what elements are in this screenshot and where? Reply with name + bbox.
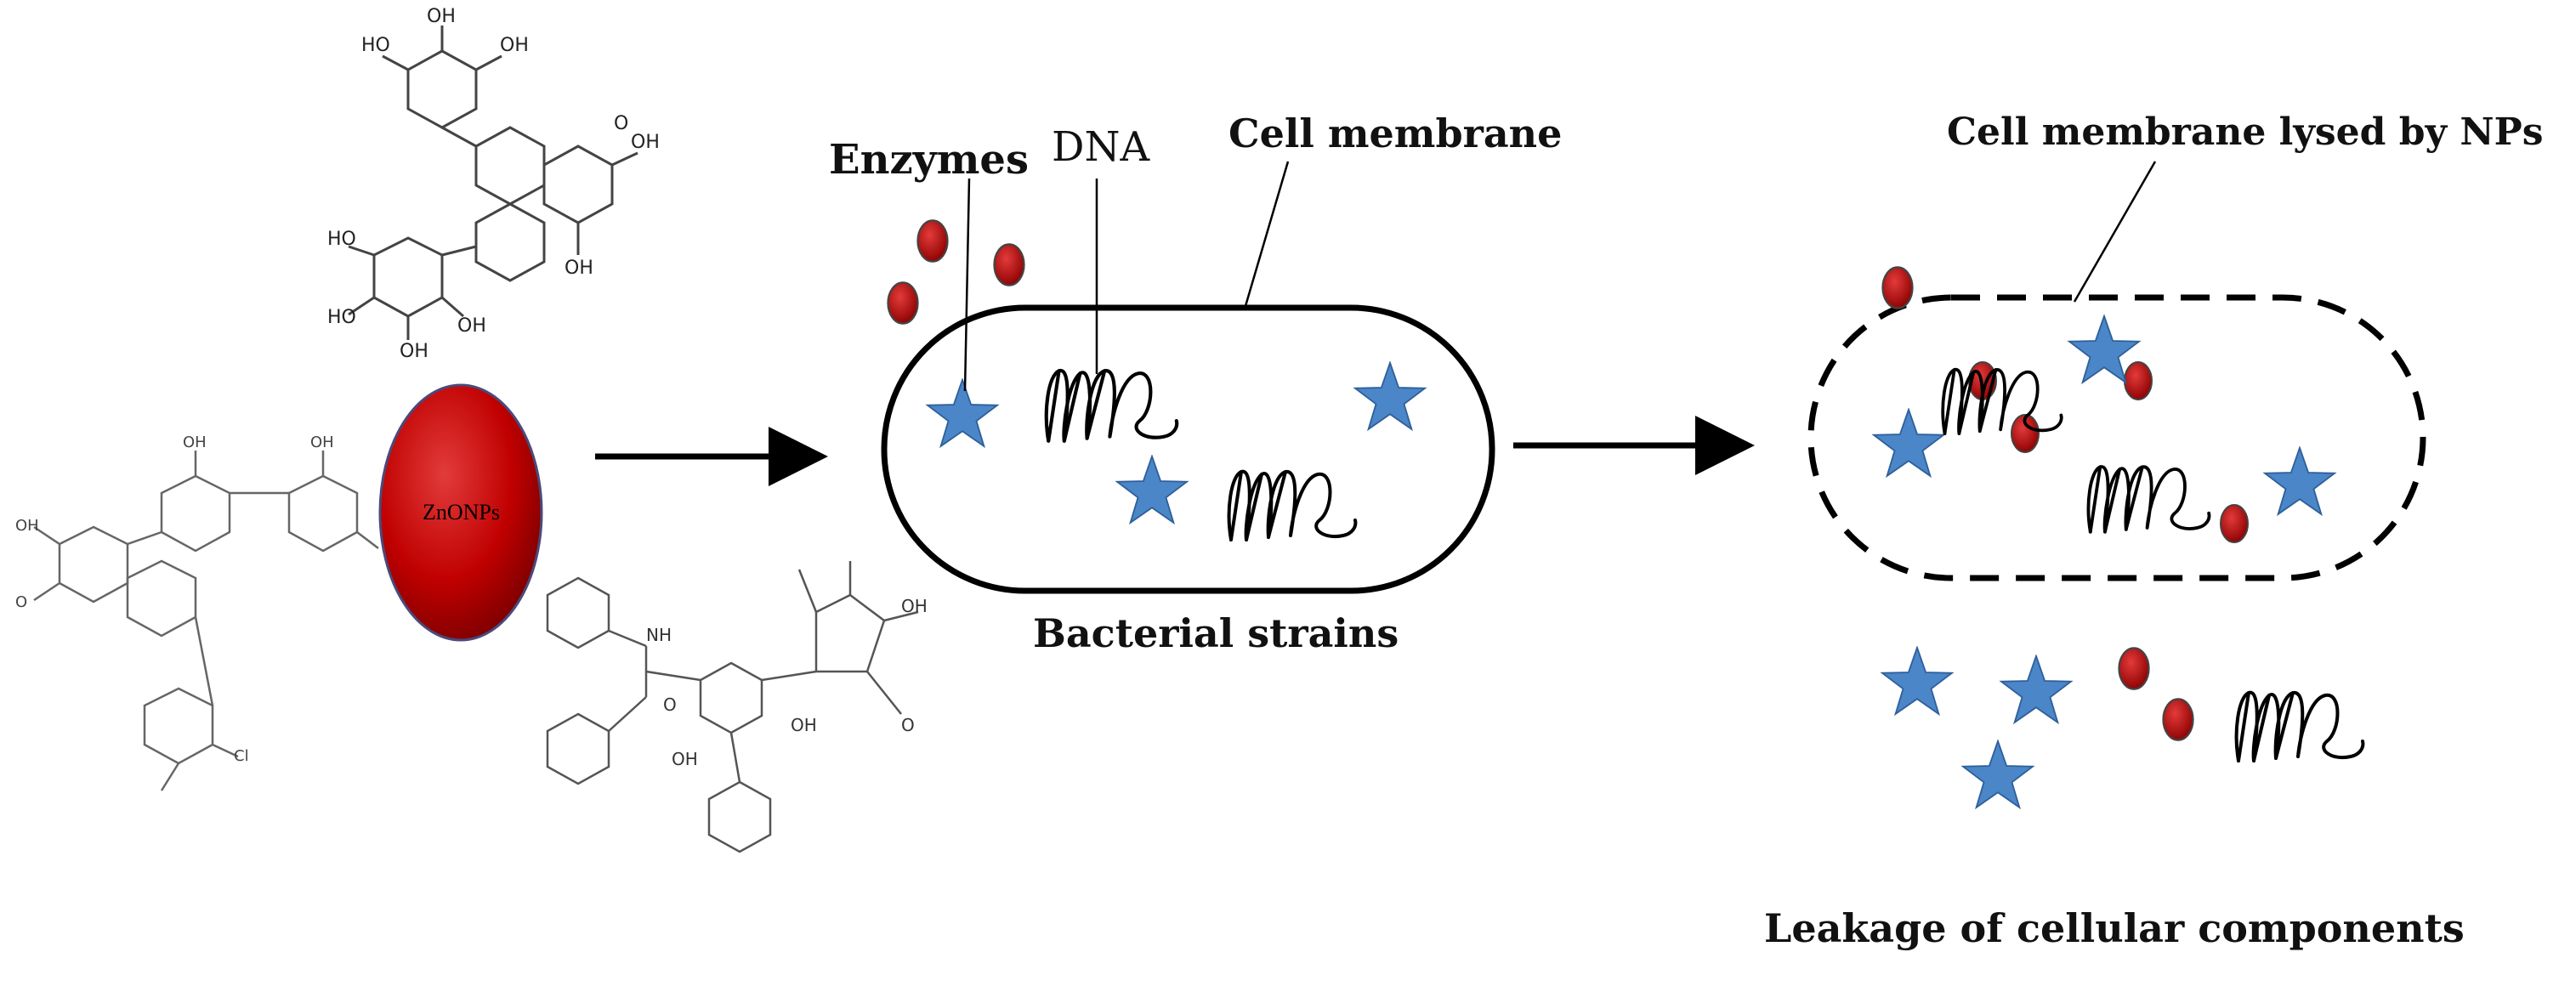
molecule-structure-icon <box>348 26 638 340</box>
lysed-cell-membrane <box>1807 294 2426 581</box>
nanoparticle-dot <box>887 281 919 325</box>
svg-text:NH: NH <box>646 625 672 645</box>
enzyme-star-icon <box>2264 446 2335 515</box>
molecule-atom-labels-bottom: NH O OH OH OH O <box>646 596 928 769</box>
nanoparticle-dot <box>2118 647 2150 690</box>
leakage-label: Leakage of cellular components <box>1764 905 2465 951</box>
nanoparticle-icon <box>378 383 543 642</box>
enzyme-star-icon <box>1881 646 1953 715</box>
enzyme-star-icon <box>1962 740 2034 808</box>
dna-coil-icon <box>1941 367 2063 435</box>
svg-text:Cl: Cl <box>234 747 249 765</box>
svg-text:OH: OH <box>15 517 39 535</box>
enzymes-label: Enzymes <box>829 136 1029 184</box>
nanoparticle-label: ZnONPs <box>423 500 501 524</box>
svg-text:OH: OH <box>427 6 456 27</box>
enzyme-star-icon <box>2000 655 2072 723</box>
svg-text:OH: OH <box>500 35 529 56</box>
svg-text:HO: HO <box>361 35 390 56</box>
nanoparticle-dot <box>916 219 949 263</box>
enzymes-leader-line <box>963 178 971 392</box>
svg-text:OH: OH <box>631 132 660 153</box>
svg-text:OH: OH <box>901 596 928 616</box>
nanoparticle-dot <box>2124 361 2153 400</box>
nanoparticle-dot <box>1881 266 1914 309</box>
dna-coil-icon <box>1227 469 1358 541</box>
nanoparticle-dot <box>2162 698 2194 741</box>
svg-text:O: O <box>663 694 677 715</box>
bacterial-strains-label: Bacterial strains <box>1033 610 1399 656</box>
enzyme-star-icon <box>927 378 998 447</box>
cell-membrane-label: Cell membrane <box>1228 111 1563 156</box>
dna-coil-icon <box>2086 465 2211 534</box>
molecule-structure-icon <box>546 561 919 853</box>
svg-text:O: O <box>901 715 915 735</box>
svg-text:OH: OH <box>457 315 486 337</box>
nanoparticle-dot <box>993 243 1025 286</box>
enzyme-star-icon <box>1873 408 1944 477</box>
membrane-leader-line <box>1244 161 1290 307</box>
enzyme-star-icon <box>1354 361 1426 430</box>
enzyme-star-icon <box>1116 455 1188 524</box>
svg-text:O: O <box>15 593 27 611</box>
svg-text:OH: OH <box>400 341 428 362</box>
lysed-membrane-label: Cell membrane lysed by NPs <box>1947 111 2544 154</box>
lysed-leader-line <box>2073 161 2157 303</box>
svg-text:O: O <box>614 113 628 134</box>
svg-text:OH: OH <box>791 715 817 735</box>
bacterial-cell-membrane <box>881 304 1495 594</box>
dna-coil-icon <box>1047 371 1177 441</box>
molecule-atom-labels: OH OH HO OH O OH HO HO OH OH <box>327 6 660 362</box>
svg-text:OH: OH <box>672 749 698 769</box>
svg-text:OH: OH <box>310 434 334 451</box>
dna-coil-icon <box>2234 690 2365 762</box>
svg-text:HO: HO <box>327 229 356 250</box>
dna-label: DNA <box>1052 123 1150 171</box>
svg-text:HO: HO <box>327 307 356 328</box>
svg-text:OH: OH <box>565 258 593 279</box>
molecule-atom-labels-left: OH O OH OH Cl <box>15 434 334 765</box>
molecule-structure-icon <box>33 451 379 791</box>
nanoparticle-dot <box>2220 504 2249 543</box>
svg-text:OH: OH <box>183 434 207 451</box>
